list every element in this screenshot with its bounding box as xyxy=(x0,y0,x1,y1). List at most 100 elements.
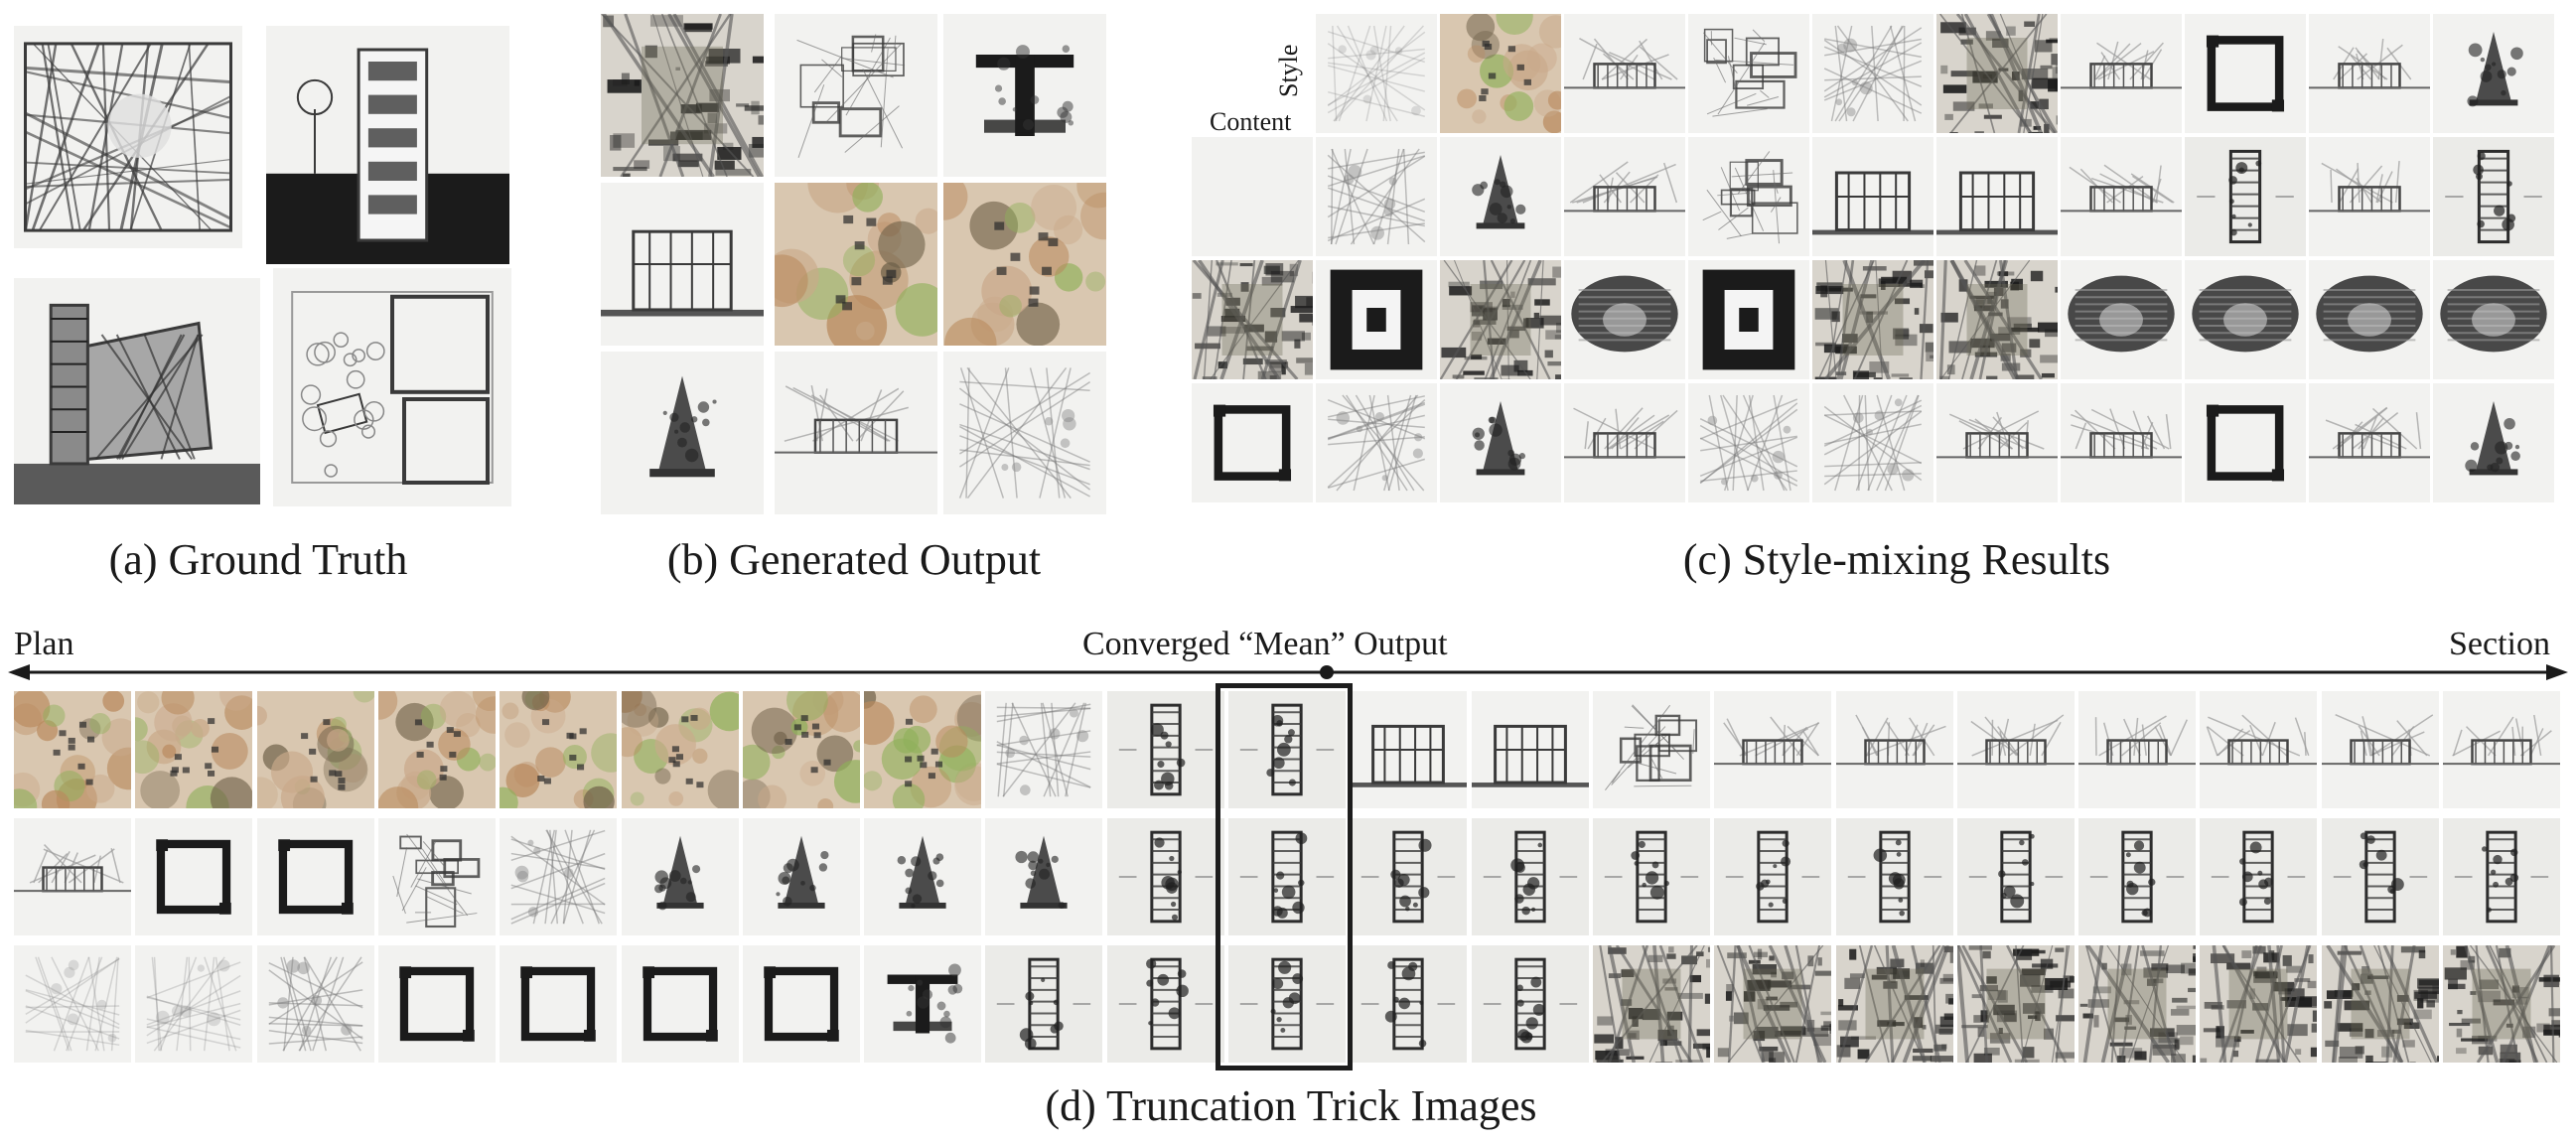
style-mix-tile-r4-c6 xyxy=(1812,383,1933,502)
truncation-tile-r1-c17 xyxy=(1957,691,2075,808)
truncation-tile-r2-c3 xyxy=(257,818,374,935)
mean-output-label: Converged “Mean” Output xyxy=(1082,626,1448,662)
style-mix-tile-r3-c1 xyxy=(1192,260,1313,379)
truncation-tile-r3-c18 xyxy=(2078,945,2196,1063)
style-mix-tile-r2-c9 xyxy=(2185,137,2306,256)
truncation-tile-r2-c14 xyxy=(1593,818,1710,935)
style-mix-tile-r1-c4 xyxy=(1564,14,1685,133)
style-mix-tile-r1-c3 xyxy=(1440,14,1561,133)
generated-output-tile-9 xyxy=(943,352,1106,514)
style-mix-tile-r1-c5 xyxy=(1688,14,1809,133)
caption-a: (a) Ground Truth xyxy=(108,535,408,584)
truncation-tile-r1-c11 xyxy=(1228,691,1346,808)
truncation-tile-r3-c15 xyxy=(1714,945,1831,1063)
style-mix-tile-r2-c3 xyxy=(1440,137,1561,256)
truncation-tile-r1-c19 xyxy=(2200,691,2317,808)
style-mix-tile-r1-c6 xyxy=(1812,14,1933,133)
truncation-tile-r3-c5 xyxy=(500,945,617,1063)
truncation-tile-r2-c8 xyxy=(864,818,981,935)
truncation-tile-r3-c2 xyxy=(135,945,252,1063)
truncation-tile-r2-c4 xyxy=(378,818,496,935)
truncation-tile-r3-c21 xyxy=(2443,945,2560,1063)
style-mix-tile-r4-c4 xyxy=(1564,383,1685,502)
style-mix-tile-r3-c5 xyxy=(1688,260,1809,379)
truncation-tile-r3-c4 xyxy=(378,945,496,1063)
generated-output-tile-6 xyxy=(943,183,1106,346)
truncation-tile-r2-c10 xyxy=(1107,818,1224,935)
style-mix-tile-r4-c5 xyxy=(1688,383,1809,502)
truncation-tile-r3-c8 xyxy=(864,945,981,1063)
style-mix-tile-r1-c9 xyxy=(2185,14,2306,133)
style-mix-tile-r1-c8 xyxy=(2061,14,2182,133)
generated-output-tile-1 xyxy=(601,14,764,177)
truncation-tile-r1-c15 xyxy=(1714,691,1831,808)
style-mix-tile-r2-c8 xyxy=(2061,137,2182,256)
generated-output-tile-3 xyxy=(943,14,1106,177)
style-mix-tile-r4-c11 xyxy=(2433,383,2554,502)
style-mix-tile-r3-c7 xyxy=(1936,260,2058,379)
truncation-tile-r2-c15 xyxy=(1714,818,1831,935)
generated-output-tile-8 xyxy=(775,352,937,514)
ground-truth-drawing-1 xyxy=(14,26,242,248)
style-mix-tile-r2-c4 xyxy=(1564,137,1685,256)
truncation-tile-r3-c7 xyxy=(743,945,860,1063)
truncation-axis-arrow xyxy=(8,664,2568,680)
truncation-tile-r2-c11 xyxy=(1228,818,1346,935)
style-mix-tile-r4-c9 xyxy=(2185,383,2306,502)
truncation-tile-r2-c21 xyxy=(2443,818,2560,935)
truncation-tile-r1-c8 xyxy=(864,691,981,808)
truncation-tile-r1-c6 xyxy=(622,691,739,808)
truncation-tile-r1-c4 xyxy=(378,691,496,808)
style-mix-tile-r2-c7 xyxy=(1936,137,2058,256)
style-mix-tile-r3-c10 xyxy=(2309,260,2430,379)
caption-d: (d) Truncation Trick Images xyxy=(1045,1081,1537,1130)
style-mix-tile-r1-c11 xyxy=(2433,14,2554,133)
style-mix-tile-r2-c1 xyxy=(1192,137,1313,256)
style-mix-tile-r2-c2 xyxy=(1316,137,1437,256)
style-mix-tile-r4-c2 xyxy=(1316,383,1437,502)
truncation-tile-r2-c18 xyxy=(2078,818,2196,935)
truncation-tile-r2-c20 xyxy=(2322,818,2439,935)
truncation-tile-r1-c7 xyxy=(743,691,860,808)
truncation-tile-r2-c19 xyxy=(2200,818,2317,935)
generated-output-tile-2 xyxy=(775,14,937,177)
truncation-tile-r3-c6 xyxy=(622,945,739,1063)
generated-output-tile-7 xyxy=(601,352,764,514)
truncation-tile-r2-c12 xyxy=(1350,818,1467,935)
style-mix-tile-r2-c5 xyxy=(1688,137,1809,256)
generated-output-tile-4 xyxy=(601,183,764,346)
truncation-tile-r1-c16 xyxy=(1836,691,1953,808)
truncation-tile-r3-c11 xyxy=(1228,945,1346,1063)
truncation-tile-r2-c2 xyxy=(135,818,252,935)
truncation-tile-r3-c16 xyxy=(1836,945,1953,1063)
style-mix-tile-r4-c10 xyxy=(2309,383,2430,502)
truncation-tile-r3-c1 xyxy=(14,945,131,1063)
truncation-tile-r1-c10 xyxy=(1107,691,1224,808)
truncation-tile-r2-c16 xyxy=(1836,818,1953,935)
truncation-tile-r1-c2 xyxy=(135,691,252,808)
style-mix-tile-r4-c1 xyxy=(1192,383,1313,502)
style-mix-tile-r3-c6 xyxy=(1812,260,1933,379)
style-mix-tile-r2-c6 xyxy=(1812,137,1933,256)
style-mix-tile-r1-c2 xyxy=(1316,14,1437,133)
caption-b: (b) Generated Output xyxy=(666,535,1042,584)
truncation-tile-r2-c1 xyxy=(14,818,131,935)
content-axis-label: Content xyxy=(1210,107,1292,136)
generated-output-tile-5 xyxy=(775,183,937,346)
truncation-tile-r1-c13 xyxy=(1472,691,1589,808)
style-mix-tile-r4-c3 xyxy=(1440,383,1561,502)
truncation-tile-r2-c7 xyxy=(743,818,860,935)
section-end-label: Section xyxy=(2449,626,2550,662)
truncation-tile-r3-c14 xyxy=(1593,945,1710,1063)
style-mix-tile-r4-c8 xyxy=(2061,383,2182,502)
truncation-tile-r2-c9 xyxy=(985,818,1102,935)
style-mix-tile-r3-c9 xyxy=(2185,260,2306,379)
style-mix-tile-r3-c2 xyxy=(1316,260,1437,379)
truncation-tile-r1-c9 xyxy=(985,691,1102,808)
truncation-tile-r1-c20 xyxy=(2322,691,2439,808)
truncation-tile-r2-c13 xyxy=(1472,818,1589,935)
truncation-tile-r3-c13 xyxy=(1472,945,1589,1063)
truncation-tile-r1-c3 xyxy=(257,691,374,808)
plan-end-label: Plan xyxy=(14,626,74,662)
style-mix-tile-r3-c4 xyxy=(1564,260,1685,379)
